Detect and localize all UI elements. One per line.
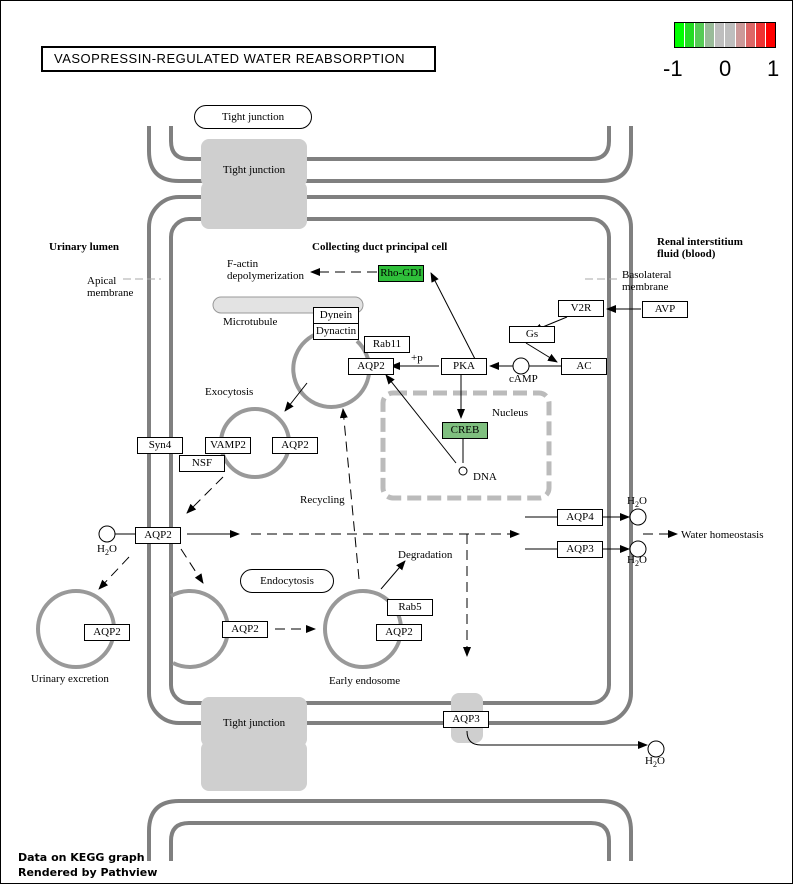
microtubule-label: Microtubule [223, 316, 278, 328]
node-aqp2-excretion[interactable]: AQP2 [84, 624, 130, 641]
h2o-label-lumen: H2O [97, 543, 117, 558]
node-v2r[interactable]: V2R [558, 300, 604, 317]
renal-interstitium-label: Renal interstitium fluid (blood) [657, 236, 743, 260]
h2o-label-aqp3: H2O [627, 554, 647, 569]
tight-junction-label-top: Tight junction [194, 105, 312, 129]
endocytosis-label: Endocytosis [240, 569, 334, 593]
tight-junction-block-bottom: Tight junction [201, 697, 307, 747]
node-vamp2[interactable]: VAMP2 [205, 437, 251, 454]
legend-mid: 0 [719, 56, 732, 81]
legend-cell [705, 23, 716, 47]
node-nsf[interactable]: NSF [179, 455, 225, 472]
node-pka[interactable]: PKA [441, 358, 487, 375]
legend-cell [685, 23, 696, 47]
cell-membranes [147, 126, 633, 861]
phosphorylation-label: +p [411, 352, 423, 364]
pathway-title: VASOPRESSIN-REGULATED WATER REABSORPTION [41, 46, 436, 72]
water-homeostasis-label: Water homeostasis [681, 529, 764, 541]
node-dynactin[interactable]: Dynactin [313, 323, 359, 340]
legend-cell [765, 23, 775, 47]
h2o-label-aqp4: H2O [627, 495, 647, 510]
tight-junction-block-bottom-lower [201, 741, 307, 791]
node-aqp2-exocytosis[interactable]: AQP2 [272, 437, 318, 454]
tight-junction-block: Tight junction [201, 139, 307, 187]
h2o-label-bottom: H2O [645, 755, 665, 770]
degradation-label: Degradation [398, 549, 453, 561]
legend-cell [695, 23, 706, 47]
node-aqp3-junction[interactable]: AQP3 [443, 711, 489, 728]
legend-cell [745, 23, 756, 47]
node-avp[interactable]: AVP [642, 301, 688, 318]
vesicles [36, 331, 403, 669]
node-rho-gdi[interactable]: Rho-GDI [378, 265, 424, 282]
footer-data-source: Data on KEGG graph [18, 851, 145, 864]
nucleus-shape [380, 390, 552, 501]
node-gs[interactable]: Gs [509, 326, 555, 343]
f-actin-label: F-actin depolymerization [227, 258, 304, 282]
legend-color-bar [674, 22, 776, 48]
nucleus-label: Nucleus [492, 407, 529, 419]
legend-cell [755, 23, 766, 47]
node-ac[interactable]: AC [561, 358, 607, 375]
node-syn4[interactable]: Syn4 [137, 437, 183, 454]
legend-min: -1 [663, 56, 683, 81]
legend-cell [725, 23, 736, 47]
node-aqp2-endocytosis[interactable]: AQP2 [222, 621, 268, 638]
legend-cell [715, 23, 726, 47]
node-aqp4[interactable]: AQP4 [557, 509, 603, 526]
node-rab5[interactable]: Rab5 [387, 599, 433, 616]
recycling-label: Recycling [300, 494, 345, 506]
legend-cell [735, 23, 746, 47]
collecting-duct-label: Collecting duct principal cell [312, 241, 448, 253]
node-dynein[interactable]: Dynein [313, 307, 359, 324]
camp-label: cAMP [509, 373, 538, 385]
legend-cell [675, 23, 686, 47]
dna-label: DNA [473, 471, 497, 483]
node-aqp3[interactable]: AQP3 [557, 541, 603, 558]
basolateral-membrane-label: Basolateral membrane [622, 269, 672, 293]
exocytosis-label: Exocytosis [205, 386, 254, 398]
legend-max: 1 [767, 56, 780, 81]
node-aqp2-endosome[interactable]: AQP2 [376, 624, 422, 641]
footer-renderer: Rendered by Pathview [18, 866, 158, 879]
early-endosome-label: Early endosome [329, 675, 401, 687]
node-aqp2-apical[interactable]: AQP2 [135, 527, 181, 544]
apical-membrane-label: Apical membrane [87, 275, 134, 299]
node-creb[interactable]: CREB [442, 422, 488, 439]
node-rab11[interactable]: Rab11 [364, 336, 410, 353]
tight-junction-block-lower [201, 181, 307, 229]
urinary-excretion-label: Urinary excretion [31, 673, 109, 685]
urinary-lumen-label: Urinary lumen [49, 241, 119, 253]
node-aqp2-vesicle[interactable]: AQP2 [348, 358, 394, 375]
